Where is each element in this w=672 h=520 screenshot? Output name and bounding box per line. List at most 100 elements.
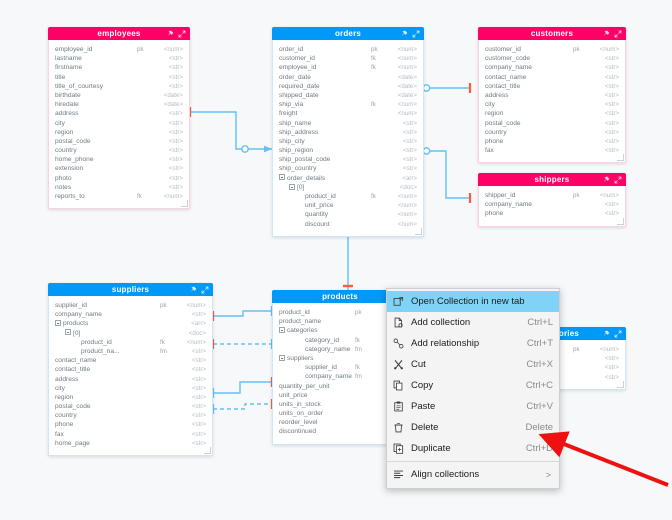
pin-icon[interactable] [602,30,610,38]
field-row[interactable]: region<str> [55,393,206,402]
field-row[interactable]: extension<str> [55,164,183,173]
field-row[interactable]: ship_country<str> [279,164,417,173]
expand-icon[interactable] [412,30,420,38]
field-row[interactable]: suppliers [279,354,401,363]
field-row[interactable]: phone<str> [485,209,619,218]
field-row[interactable]: contact_title<str> [485,82,619,91]
field-row[interactable]: product_na...fm<str> [55,347,206,356]
field-row[interactable]: <str> [497,363,619,372]
field-row[interactable]: customer_code<str> [485,54,619,63]
field-row[interactable]: company_name<str> [55,310,206,319]
field-row[interactable]: phone<str> [55,420,206,429]
resize-grip[interactable] [617,154,624,162]
pin-icon[interactable] [602,176,610,184]
field-row[interactable]: fax<str> [485,146,619,155]
expand-icon[interactable] [614,330,622,338]
field-row[interactable]: freight<num> [279,109,417,118]
field-row[interactable]: address<str> [55,375,206,384]
field-row[interactable]: ship_region<str> [279,146,417,155]
field-row[interactable]: ship_address<str> [279,128,417,137]
collapse-toggle-icon[interactable] [279,327,285,334]
field-row[interactable]: hiredate<date> [55,100,183,109]
collapse-toggle-icon[interactable] [279,174,285,181]
field-row[interactable]: postal_code<str> [485,119,619,128]
pin-icon[interactable] [602,330,610,338]
field-row[interactable]: city<str> [55,119,183,128]
field-row[interactable]: <str> [497,373,619,382]
field-row[interactable]: <str> [497,354,619,363]
expand-icon[interactable] [614,30,622,38]
field-row[interactable]: categories [279,326,401,335]
field-row[interactable]: units_in_stock [279,400,401,409]
resize-grip[interactable] [617,380,624,388]
field-row[interactable]: units_on_order [279,409,401,418]
resize-grip[interactable] [617,217,624,225]
field-row[interactable]: order_details<arr> [279,174,417,183]
field-row[interactable]: title_of_courtesy<str> [55,82,183,91]
field-row[interactable]: postal_code<str> [55,137,183,146]
field-row[interactable]: order_date<date> [279,73,417,82]
resize-grip[interactable] [204,447,211,454]
field-row[interactable]: city<str> [55,384,206,393]
collapse-toggle-icon[interactable] [289,183,295,190]
field-row[interactable]: reorder_level [279,418,401,427]
field-row[interactable]: region<str> [485,109,619,118]
field-row[interactable]: birthdate<date> [55,91,183,100]
field-row[interactable]: unit_price<num> [279,201,417,210]
field-row[interactable]: quantity_per_unit [279,382,401,391]
field-row[interactable]: ship_city<str> [279,137,417,146]
expand-icon[interactable] [178,30,186,38]
field-row[interactable]: photo<str> [55,174,183,183]
field-row[interactable]: phone<str> [485,137,619,146]
collection-header-employees[interactable]: employees [48,27,190,40]
field-row[interactable]: company_name<str> [485,63,619,72]
collection-header-orders[interactable]: orders [272,27,424,40]
collection-header-customers[interactable]: customers [478,27,626,40]
field-row[interactable]: fax<str> [55,430,206,439]
menu-item-open-collection-in-new-tab[interactable]: Open Collection in new tab [387,291,559,312]
field-row[interactable]: notes<str> [55,183,183,192]
menu-item-align-collections[interactable]: Align collections> [387,464,559,485]
field-row[interactable]: contact_name<str> [485,73,619,82]
resize-grip[interactable] [415,227,422,235]
collection-header-products[interactable]: products [272,290,408,303]
collection-header-suppliers[interactable]: suppliers [48,283,213,296]
field-row[interactable]: quantity<num> [279,210,417,219]
field-row[interactable]: ship_name<str> [279,119,417,128]
collapse-toggle-icon[interactable] [65,329,71,336]
field-row[interactable]: address<str> [55,109,183,118]
field-row[interactable]: country<str> [55,146,183,155]
field-row[interactable]: products<arr> [55,319,206,328]
field-row[interactable]: address<str> [485,91,619,100]
field-row[interactable]: discontinued [279,427,401,436]
field-row[interactable]: unit_price [279,391,401,400]
field-row[interactable]: shipped_date<date> [279,91,417,100]
collection-header-shippers[interactable]: shippers [478,173,626,186]
pin-icon[interactable] [400,30,408,38]
pin-icon[interactable] [166,30,174,38]
